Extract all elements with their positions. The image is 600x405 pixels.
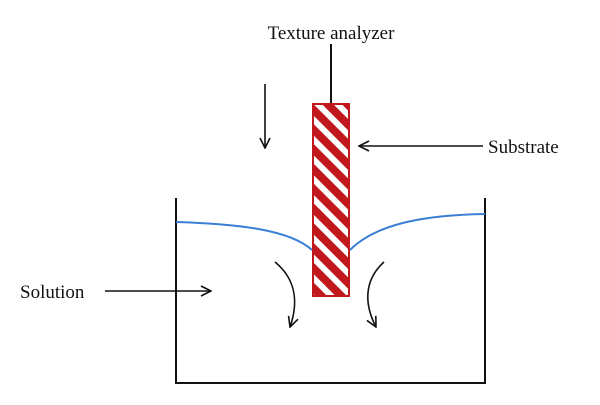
flow-arrow-right [368,261,385,327]
solution-label: Solution [20,282,85,303]
meniscus-left [175,221,313,251]
meniscus-right [349,213,486,251]
texture-analyzer-label: Texture analyzer [268,23,396,44]
substrate-label: Substrate [488,137,559,158]
substrate-bar [312,103,350,297]
flow-arrow-left [274,261,295,327]
